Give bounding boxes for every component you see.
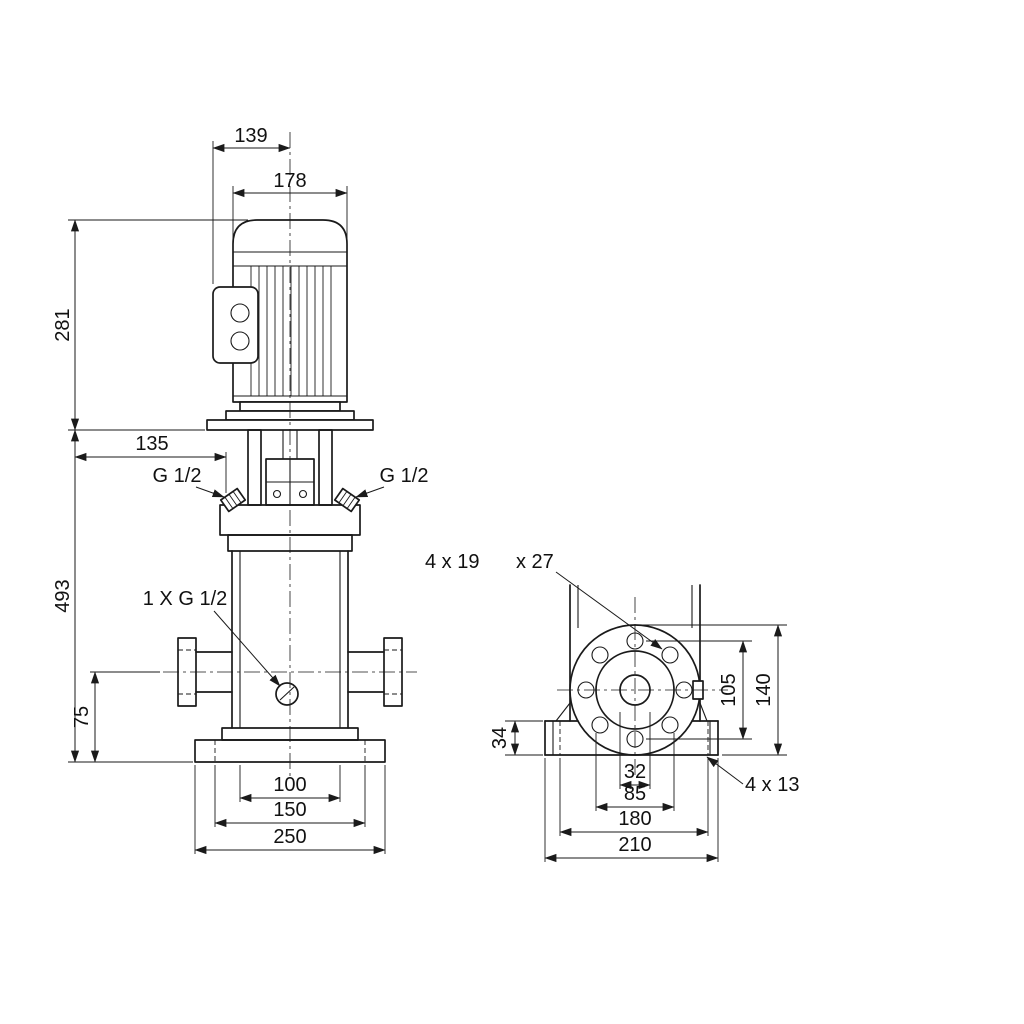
side-view: 4 x 19 x 27 34 105 140 32 85 180 xyxy=(425,551,799,863)
dim-85-label: 85 xyxy=(624,783,646,805)
front-view: 139 178 281 493 135 75 100 150 25 xyxy=(52,125,429,855)
vent-plug-left xyxy=(219,487,247,513)
dim-210-label: 210 xyxy=(618,834,651,856)
dim-180-label: 180 xyxy=(618,808,651,830)
side-base xyxy=(544,720,719,756)
drain-label: 1 X G 1/2 xyxy=(143,588,228,610)
plug-left-label: G 1/2 xyxy=(153,465,202,487)
flange-holes-note: x 27 xyxy=(516,551,554,573)
dim-178-label: 178 xyxy=(273,170,306,192)
dim-32-label: 32 xyxy=(624,761,646,783)
dim-493-label: 493 xyxy=(52,579,74,612)
dim-140-label: 140 xyxy=(753,673,775,706)
dim-150-label: 150 xyxy=(273,799,306,821)
dim-105-label: 105 xyxy=(718,673,740,706)
flange-holes-label: 4 x 19 xyxy=(425,551,479,573)
pump-column xyxy=(231,550,349,729)
dim-34-label: 34 xyxy=(489,727,511,749)
dim-100-label: 100 xyxy=(273,774,306,796)
plug-right-label: G 1/2 xyxy=(380,465,429,487)
dim-250-label: 250 xyxy=(273,826,306,848)
base-holes-label: 4 x 13 xyxy=(745,774,799,796)
drain-plug xyxy=(275,682,299,706)
dim-281-label: 281 xyxy=(52,308,74,341)
dim-139-label: 139 xyxy=(234,125,267,147)
vent-plug-right xyxy=(333,487,361,513)
dim-135-label: 135 xyxy=(135,433,168,455)
terminal-box xyxy=(212,286,259,364)
motor-fins xyxy=(250,266,332,396)
dim-75-label: 75 xyxy=(71,706,93,728)
